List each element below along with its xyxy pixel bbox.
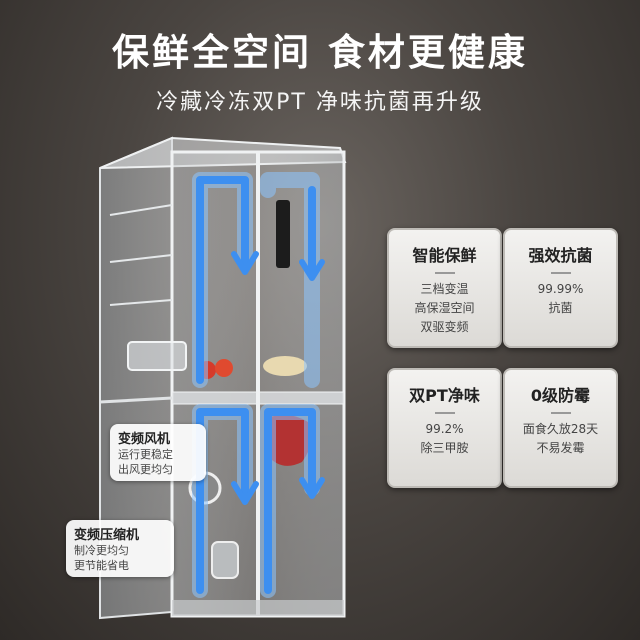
card-line: 双驱变频: [420, 320, 469, 334]
card-title: 双PT净味: [409, 386, 480, 405]
card-title: 智能保鲜: [412, 246, 477, 265]
callout-fan-title: 变频风机: [118, 432, 171, 447]
card-line: 抗菌: [548, 301, 573, 315]
feature-card-smart-fresh: 智能保鲜 三档变温 高保湿空间 双驱变频: [387, 228, 502, 348]
callout-fan-line: 运行更稳定: [118, 448, 173, 461]
card-divider: [434, 272, 455, 274]
card-title: 强效抗菌: [528, 246, 593, 265]
card-line: 99.99%: [537, 282, 584, 296]
callout-compressor-line: 制冷更均匀: [74, 544, 129, 557]
feature-card-anti-mold: 0级防霉 面食久放28天 不易发霉: [503, 368, 618, 488]
callout-fan: 变频风机 运行更稳定 出风更均匀: [110, 424, 206, 481]
callout-compressor-line: 更节能省电: [74, 559, 129, 572]
card-line: 99.2%: [425, 422, 464, 436]
compressor: [211, 541, 239, 579]
feature-card-pt-deodorize: 双PT净味 99.2% 除三甲胺: [387, 368, 502, 488]
card-line: 面食久放28天: [522, 422, 599, 436]
card-line: 除三甲胺: [420, 441, 469, 455]
card-divider: [550, 272, 571, 274]
card-divider: [550, 412, 571, 414]
callout-compressor: 变频压缩机 制冷更均匀 更节能省电: [66, 520, 174, 577]
tomato: [215, 359, 233, 377]
callout-fan-line: 出风更均匀: [118, 463, 173, 476]
card-title: 0级防霉: [530, 386, 591, 405]
card-line: 高保湿空间: [414, 301, 475, 315]
headline: 保鲜全空间 食材更健康: [112, 31, 528, 74]
card-line: 三档变温: [420, 282, 469, 296]
airflow-arrows: [192, 172, 325, 598]
feature-card-antibacterial: 强效抗菌 99.99% 抗菌: [503, 228, 618, 348]
subline: 冷藏冷冻双PT 净味抗菌再升级: [156, 90, 484, 115]
fridge-display-panel: [276, 200, 290, 268]
food-bowl: [263, 356, 307, 376]
callout-compressor-title: 变频压缩机: [74, 528, 140, 543]
card-divider: [434, 412, 455, 414]
card-line: 不易发霉: [536, 441, 585, 455]
meat: [268, 414, 312, 466]
